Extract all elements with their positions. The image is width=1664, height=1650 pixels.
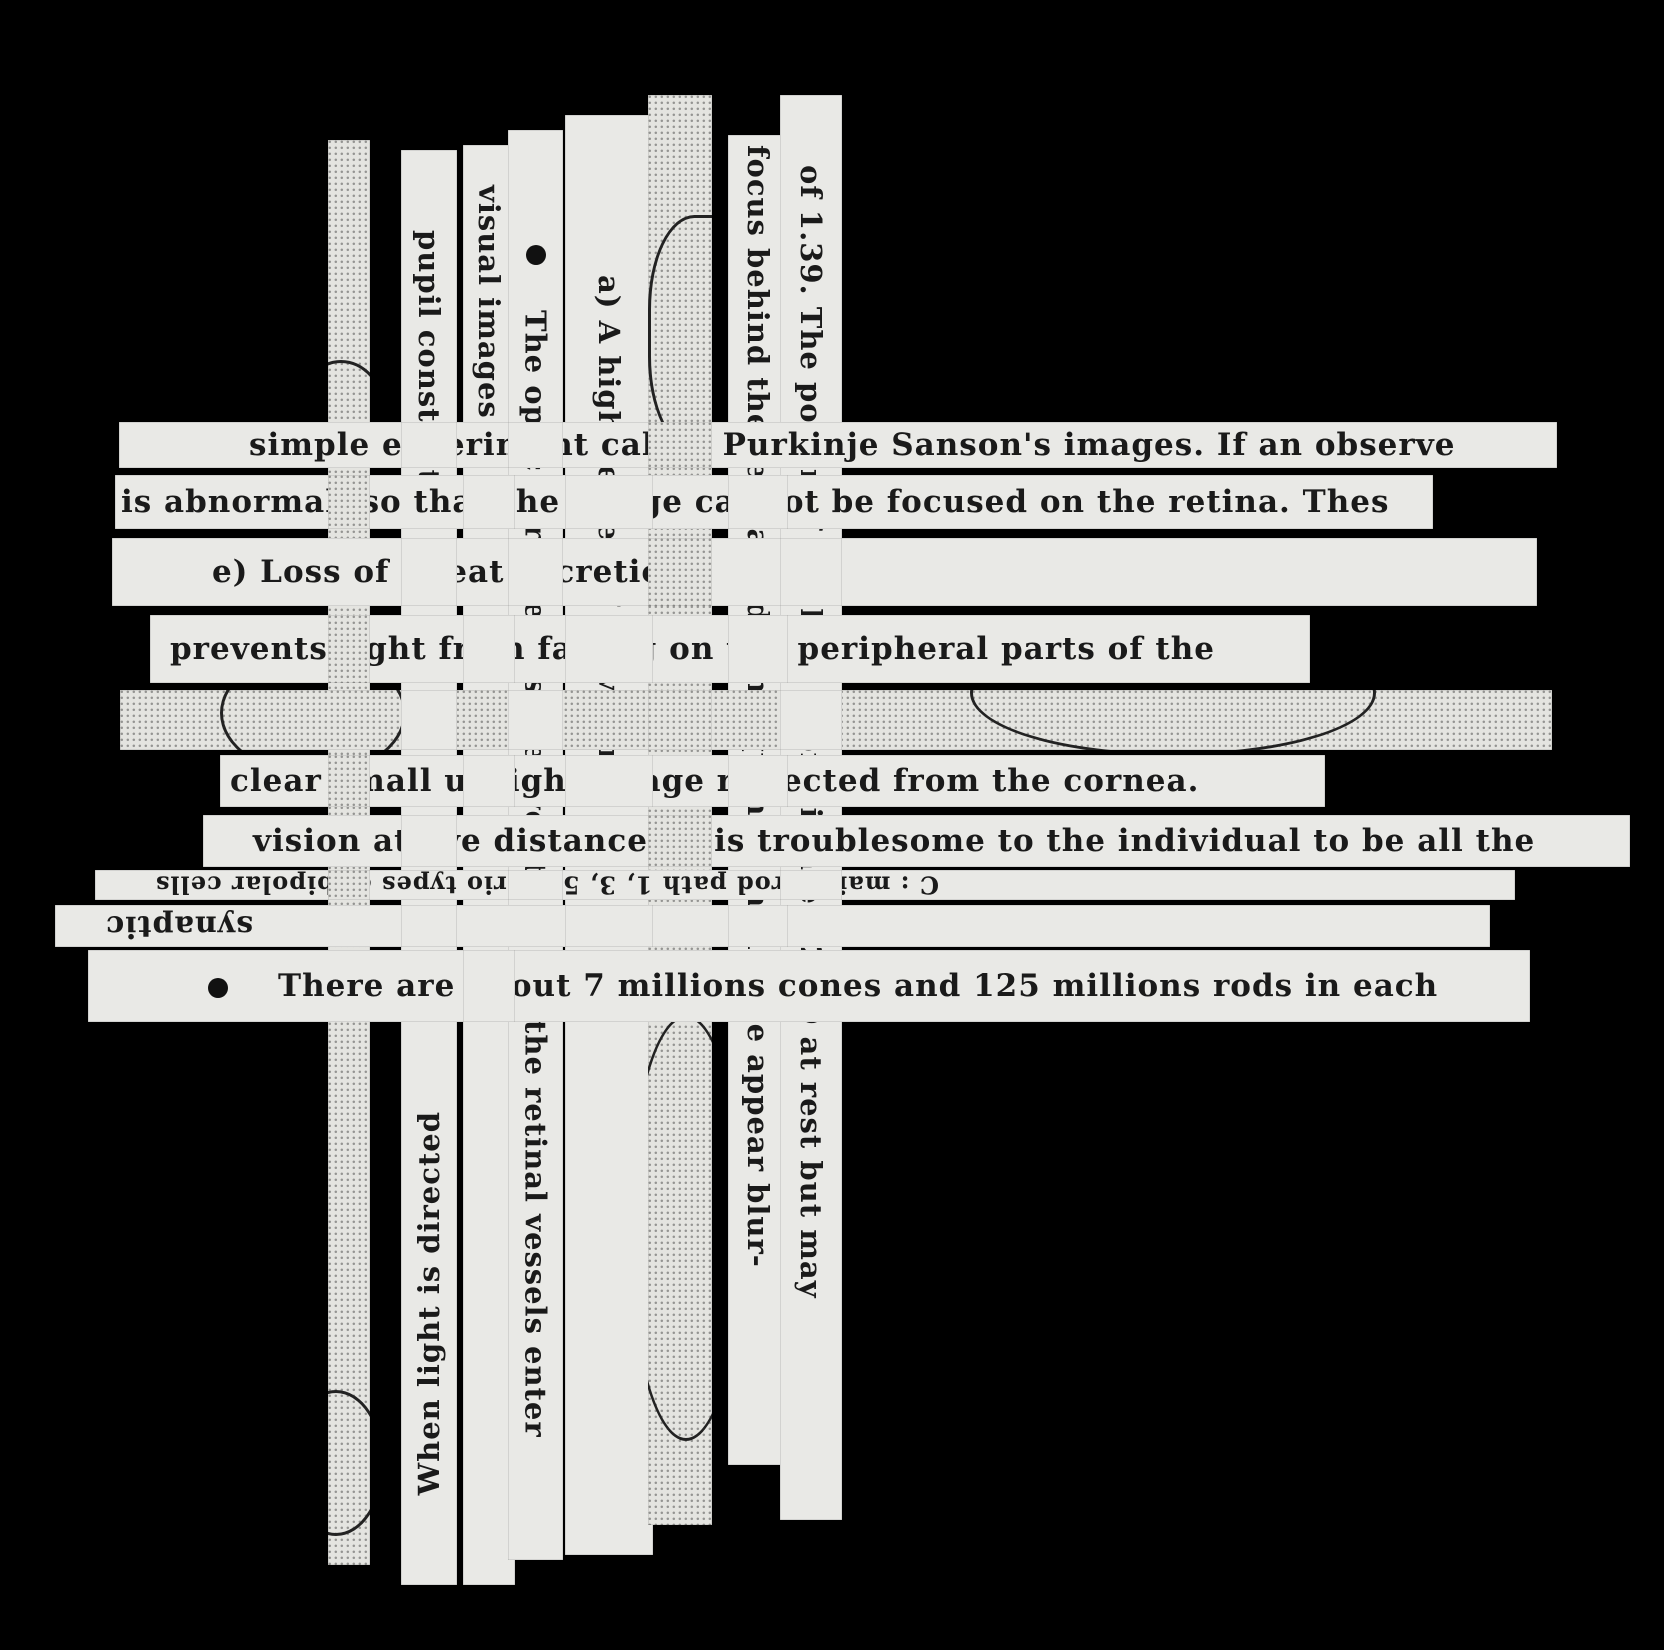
weave-over-segment bbox=[463, 755, 515, 807]
weave-over-segment bbox=[728, 475, 788, 529]
vertical-strip-3-text: visual images bbox=[472, 185, 506, 419]
weave-over-segment bbox=[728, 615, 788, 683]
vertical-strip-4-bottom-text: the retinal vessels enter bbox=[518, 1020, 553, 1438]
line-art-fragment bbox=[328, 1390, 370, 1536]
horizontal-strip-10: There are about 7 millions cones and 125… bbox=[88, 950, 1530, 1022]
horizontal-strip-1: simple experiment called Purkinje Sanson… bbox=[119, 422, 1557, 468]
weave-over-segment bbox=[565, 475, 653, 529]
vertical-strip-2-bottom-text: When light is directed bbox=[412, 1110, 446, 1495]
weave-over-segment bbox=[648, 815, 712, 867]
weave-over-segment bbox=[401, 422, 457, 468]
weave-over-segment bbox=[401, 538, 457, 606]
weave-over-segment bbox=[780, 538, 842, 606]
weave-over-segment bbox=[463, 475, 515, 529]
vertical-strip-6-diagram bbox=[648, 95, 712, 1525]
weave-over-segment bbox=[565, 755, 653, 807]
weave-over-segment bbox=[508, 538, 563, 606]
weave-over-segment bbox=[328, 615, 370, 683]
vertical-strip-8: of 1.39. The power of the lens approxima… bbox=[780, 95, 842, 1520]
weave-over-segment bbox=[565, 615, 653, 683]
horizontal-strip-10-text: There are about 7 millions cones and 125… bbox=[278, 968, 1439, 1004]
horizontal-strip-6-text: clear small upright image reflected from… bbox=[230, 763, 1200, 799]
weave-over-segment bbox=[463, 950, 515, 1022]
weave-over-segment bbox=[648, 422, 712, 468]
weave-over-segment bbox=[780, 690, 842, 750]
weave-over-segment bbox=[463, 615, 515, 683]
horizontal-strip-4-text: prevents light from falling on the perip… bbox=[170, 631, 1216, 667]
weave-over-segment bbox=[780, 870, 842, 900]
weave-over-segment bbox=[508, 690, 563, 750]
weave-over-segment bbox=[565, 905, 653, 947]
weave-over-segment bbox=[648, 690, 712, 750]
weave-over-segment bbox=[728, 905, 788, 947]
line-art-fragment bbox=[970, 690, 1376, 750]
line-art-fragment bbox=[648, 1015, 712, 1441]
weave-over-segment bbox=[508, 870, 563, 900]
bullet-dot bbox=[208, 978, 228, 998]
weave-over-segment bbox=[401, 690, 457, 750]
weave-over-segment bbox=[728, 755, 788, 807]
bullet-dot bbox=[526, 245, 546, 265]
weave-over-segment bbox=[328, 870, 370, 900]
horizontal-strip-7-text: vision at eye distance. It is troublesom… bbox=[253, 823, 1536, 859]
weave-over-segment bbox=[401, 815, 457, 867]
horizontal-strip-9-text: synaptic bbox=[105, 908, 254, 944]
weave-over-segment bbox=[328, 475, 370, 529]
weave-over-segment bbox=[648, 538, 712, 606]
weave-over-segment bbox=[401, 905, 457, 947]
weave-over-segment bbox=[508, 422, 563, 468]
vertical-strip-2: pupil constricts When light is directed bbox=[401, 150, 457, 1585]
line-art-fragment bbox=[220, 690, 406, 750]
weave-over-segment bbox=[328, 755, 370, 807]
line-art-fragment bbox=[648, 215, 712, 451]
